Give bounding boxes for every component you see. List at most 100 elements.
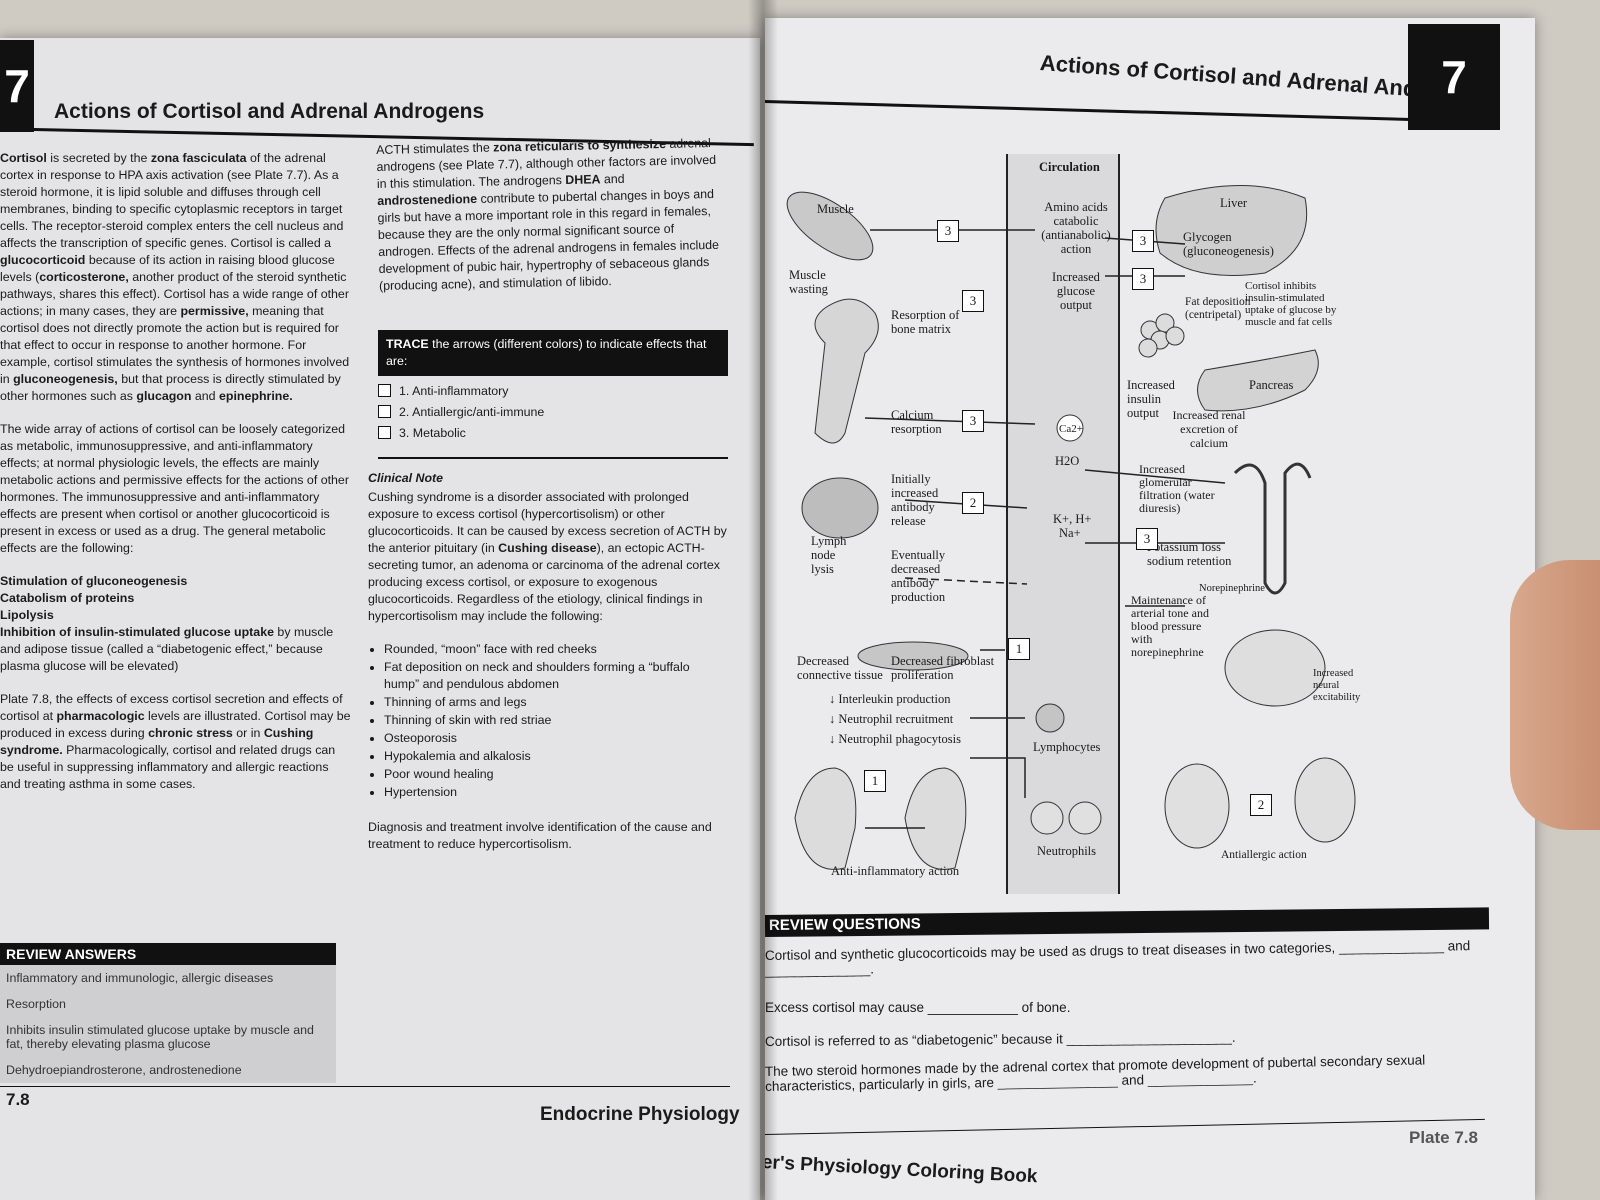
number-box: 2 [962,492,984,514]
liver-illustration [1155,185,1308,276]
clinical-finding-item: Osteoporosis [384,730,728,747]
text-run: epinephrine. [219,389,293,403]
clinical-findings-list: Rounded, “moon” face with red cheeksFat … [368,641,728,801]
cortisol-inhibits-label: Cortisol inhibits insulin-stimulated upt… [1245,280,1337,328]
trace-item-2[interactable]: 2. Antiallergic/anti-immune [378,401,728,422]
checkbox[interactable] [378,405,391,418]
clinical-finding-item: Hypertension [384,784,728,801]
calcium-resorption-label: Calcium resorption [891,408,942,436]
text-run: glucagon [136,389,192,403]
text-run: zona fasciculata [150,151,247,165]
number-box: 1 [1008,638,1030,660]
clinical-note-title: Clinical Note [368,471,444,485]
text-run: and [600,171,625,187]
plate-paragraph: Plate 7.8, the effects of excess cortiso… [0,691,352,793]
checkbox[interactable] [378,384,391,397]
number-box: 3 [962,290,984,312]
sodium-label: Na+ [1059,526,1081,540]
chapter-tab-left: 7 [0,40,34,132]
clinical-note: Clinical Note Cushing syndrome is a diso… [368,470,728,869]
increased-neural-label: Increased neural excitability [1313,668,1361,703]
metabolic-effect-item: Stimulation of gluconeogenesis [0,574,188,588]
number-box: 3 [937,220,959,242]
text-run: Plate 7.8, the effects of excess cortiso… [0,692,343,723]
trace-box: TRACE the arrows (different colors) to i… [378,330,728,459]
number-box: 3 [962,410,984,432]
neutrophil-illustration-2 [1068,801,1102,835]
text-run: Cortisol [0,151,47,165]
answer-2: Resorption [6,997,66,1011]
number-box: 3 [1132,268,1154,290]
text-run: pharmacologic [56,709,145,723]
lymphocyte-illustration [1035,703,1065,733]
text-run: another product of the steroid synthetic… [0,270,349,318]
footer-book-title: Netter's Physiology Coloring Book [765,1150,1038,1188]
interleukin-label: ↓ Interleukin production [829,692,951,706]
left-column-1: Cortisol is secreted by the zona fascicu… [0,150,352,809]
number-box: 3 [1132,230,1154,252]
neutrophil-phagocytosis-label: ↓ Neutrophil phagocytosis [829,732,961,746]
text-run: chronic stress [148,726,233,740]
clinical-finding-item: Thinning of arms and legs [384,694,728,711]
fat-deposition-label: Fat deposition (centripetal) [1185,296,1251,321]
review-answers-header: REVIEW ANSWERS [0,943,336,965]
left-column-2: ACTH stimulates the zona reticularis to … [376,135,729,311]
resorption-bone-label: Resorption of bone matrix [891,308,960,336]
finger-illustration-1 [794,767,857,870]
checkbox[interactable] [378,426,391,439]
decreased-ct-label: Decreased connective tissue [797,654,883,682]
norepinephrine-label: Norepinephrine [1199,583,1265,594]
potassium-hydrogen-label: K+, H+ [1053,512,1092,526]
trace-item-1[interactable]: 1. Anti-inflammatory [378,380,728,401]
metabolic-effect-item: Lipolysis [0,608,54,622]
anti-inflammatory-label: Anti-inflammatory action [831,864,960,878]
increased-glucose-label: Increased glucose output [1052,270,1100,312]
footer-plate: Plate 7.8 [1409,1128,1478,1147]
text-run: meaning that cortisol does not directly … [0,304,350,386]
trace-item-3[interactable]: 3. Metabolic [378,422,728,443]
antiallergic-label: Antiallergic action [1221,849,1307,861]
clinical-finding-item: Rounded, “moon” face with red cheeks [384,641,728,658]
left-page-title: Actions of Cortisol and Adrenal Androgen… [54,100,485,123]
text-run: of the adrenal cortex in response to HPA… [0,151,344,250]
text-run: Cushing syndrome is a disorder associate… [368,490,727,555]
muscle-wasting-label: Muscle wasting [789,268,828,296]
clinical-finding-item: Fat deposition on neck and shoulders for… [384,659,728,693]
bone-illustration [814,298,879,444]
review-question-3: Cortisol is referred to as “diabetogenic… [765,1029,1236,1049]
text-run: glucocorticoid [0,253,86,267]
liver-label: Liver [1220,196,1248,210]
cortisol-diagram [786,154,1356,894]
pancreas-label: Pancreas [1249,378,1294,392]
trace-header: TRACE the arrows (different colors) to i… [378,330,728,376]
nephron-illustration [1233,462,1312,595]
maintenance-label: Maintenance of arterial tone and blood p… [1131,593,1209,659]
text-run: DHEA [565,172,601,188]
answer-3: Inhibits insulin stimulated glucose upta… [6,1023,314,1051]
cortisol-intro-paragraph: Cortisol is secreted by the zona fascicu… [0,150,352,405]
decreased-fibroblast-label: Decreased fibroblast proliferation [891,654,995,682]
text-run: gluconeogenesis, [13,372,118,386]
chapter-tab-right: 7 [1408,24,1500,130]
number-box: 2 [1250,794,1272,816]
brain-illustration [1224,629,1326,707]
fibroblast-illustration [857,641,969,671]
clinical-note-paragraph: Cushing syndrome is a disorder associate… [368,489,728,625]
androgens-paragraph: ACTH stimulates the zona reticularis to … [376,135,729,295]
review-questions-header: REVIEW QUESTIONS [765,907,1490,937]
pancreas-illustration [1197,349,1319,412]
text-run: corticosterone, [39,270,129,284]
face-illustration-1 [1164,763,1230,849]
text-run: Cushing syndrome. [0,726,314,757]
right-page: Actions of Cortisol and Adrenal Androgen… [765,18,1535,1200]
neutrophil-illustration-1 [1030,801,1064,835]
footer-rule-left [0,1086,730,1087]
book-gutter-shadow [748,0,778,1200]
increased-renal-label: Increased renal excretion of calcium [1172,408,1246,450]
increased-glomerular-label: Increased glomerular filtration (water d… [1139,462,1215,515]
text-run: and [191,389,220,403]
lymphocytes-label: Lymphocytes [1033,740,1101,754]
text-run: levels are illustrated. Cortisol may be … [0,709,351,740]
finger-illustration-2 [904,767,967,870]
